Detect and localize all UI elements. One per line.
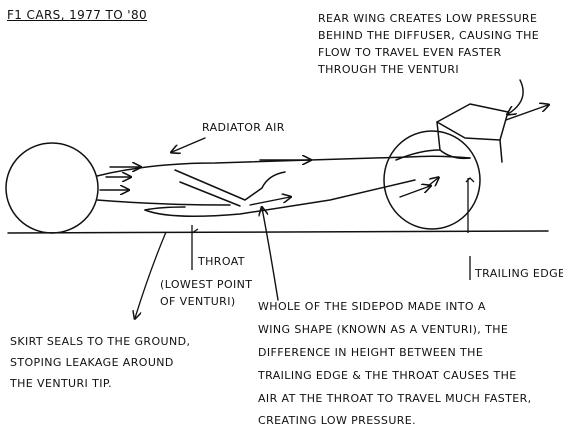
label-trailing-edge: TRAILING EDGE: [475, 267, 563, 280]
sidepod-venturi: [144, 179, 416, 217]
arrow-wing-out: [505, 105, 548, 121]
cockpit: [174, 169, 286, 201]
text-line: DIFFERENCE IN HEIGHT BETWEEN THE: [258, 345, 484, 359]
arrow-venturi-flow: [249, 197, 290, 206]
text-line: WING SHAPE (KNOWN AS A VENTURI), THE: [258, 322, 509, 336]
text-line: FLOW TO TRAVEL EVEN FASTER: [318, 46, 502, 60]
label-sidepod: WHOLE OF THE SIDEPOD MADE INTO A WING SH…: [258, 296, 532, 433]
label-rear-wing: REAR WING CREATES LOW PRESSURE BEHIND TH…: [318, 10, 539, 78]
sidepod-skirt: [144, 206, 186, 211]
text-line: THROUGH THE VENTURI: [318, 63, 460, 77]
text-line: STOPING LEAKAGE AROUND: [10, 355, 174, 369]
text-line: CREATING LOW PRESSURE.: [258, 414, 417, 428]
arrow-rearwing-label: [508, 79, 524, 114]
text-line: BEHIND THE DIFFUSER, CAUSING THE: [318, 29, 540, 43]
car-nose: [96, 199, 231, 206]
arrow-rear-flow: [399, 186, 430, 198]
arrow-radiator-air: [172, 137, 206, 152]
text-line: SKIRT SEALS TO THE GROUND,: [10, 335, 191, 348]
arrow-sidepod-label: [262, 208, 279, 301]
ground-line: [7, 230, 549, 234]
front-wheel: [5, 142, 99, 234]
text-line: REAR WING CREATES LOW PRESSURE: [318, 12, 538, 25]
car-body-top: [96, 155, 471, 177]
label-lowest-point: (LOWEST POINT OF VENTURI): [160, 276, 252, 310]
page-title: F1 CARS, 1977 TO '80: [7, 8, 148, 22]
text-line: (LOWEST POINT: [160, 278, 253, 291]
trailing-edge-marker: [465, 177, 475, 233]
text-line: OF VENTURI): [160, 295, 236, 309]
text-line: WHOLE OF THE SIDEPOD MADE INTO A: [258, 300, 486, 313]
text-line: THE VENTURI TIP.: [10, 376, 113, 390]
rear-wing: [436, 103, 509, 141]
label-radiator-air: RADIATOR AIR: [202, 121, 285, 134]
text-line: AIR AT THE THROAT TO TRAVEL MUCH FASTER,: [258, 391, 532, 405]
label-throat: THROAT: [198, 255, 245, 268]
text-line: TRAILING EDGE & THE THROAT CAUSES THE: [258, 368, 517, 382]
label-skirt: SKIRT SEALS TO THE GROUND, STOPING LEAKA…: [10, 332, 190, 395]
arrow-up-flow: [427, 178, 438, 186]
rear-wheel: [383, 130, 481, 230]
